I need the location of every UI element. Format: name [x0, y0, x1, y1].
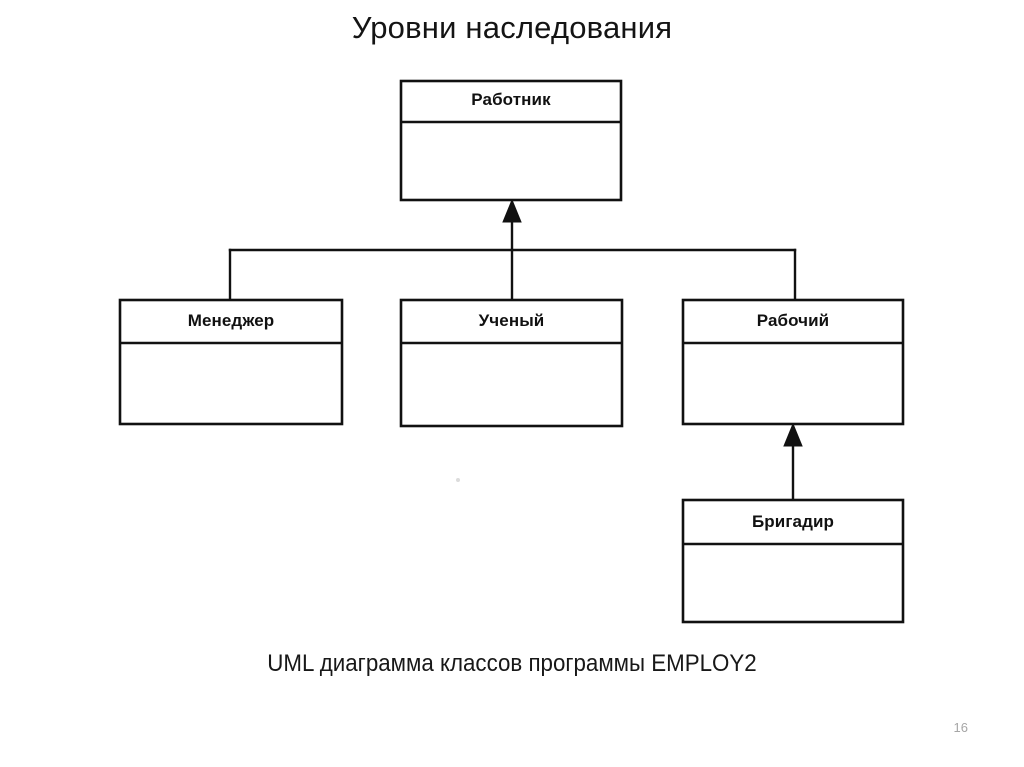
class-box-outline: [399, 79, 623, 202]
class-name-brigadir: Бригадир: [751, 512, 834, 531]
class-box-menedzher[interactable]: [118, 298, 344, 426]
class-name-uchenyy: Ученый: [478, 311, 545, 330]
class-name-rabochiy: Рабочий: [756, 311, 830, 330]
generalization-connectors: [228, 211, 797, 502]
page-number: 16: [953, 720, 968, 735]
class-box-rabochiy[interactable]: [681, 298, 905, 426]
class-box-outline: [399, 298, 624, 428]
class-box-outline: [118, 298, 344, 426]
diagram-canvas: [118, 79, 905, 624]
class-box-brigadir[interactable]: [681, 498, 905, 624]
class-box-outline: [681, 298, 905, 426]
page-title: Уровни наследования: [351, 10, 673, 45]
class-name-menedzher: Менеджер: [187, 311, 275, 330]
class-box-uchenyy[interactable]: [399, 298, 624, 428]
triangle-arrowhead-icon: [502, 198, 522, 223]
class-box-rabotnik[interactable]: [399, 79, 623, 202]
diagram-caption: UML диаграмма классов программы EMPLOY2: [267, 650, 757, 677]
class-box-outline: [681, 498, 905, 624]
uml-class-diagram: Работник Менеджер Ученый Рабочий Бригади…: [118, 79, 905, 624]
class-name-rabotnik: Работник: [471, 90, 551, 109]
triangle-arrowhead-icon: [783, 422, 803, 447]
scan-artifact-speck: [456, 478, 460, 482]
